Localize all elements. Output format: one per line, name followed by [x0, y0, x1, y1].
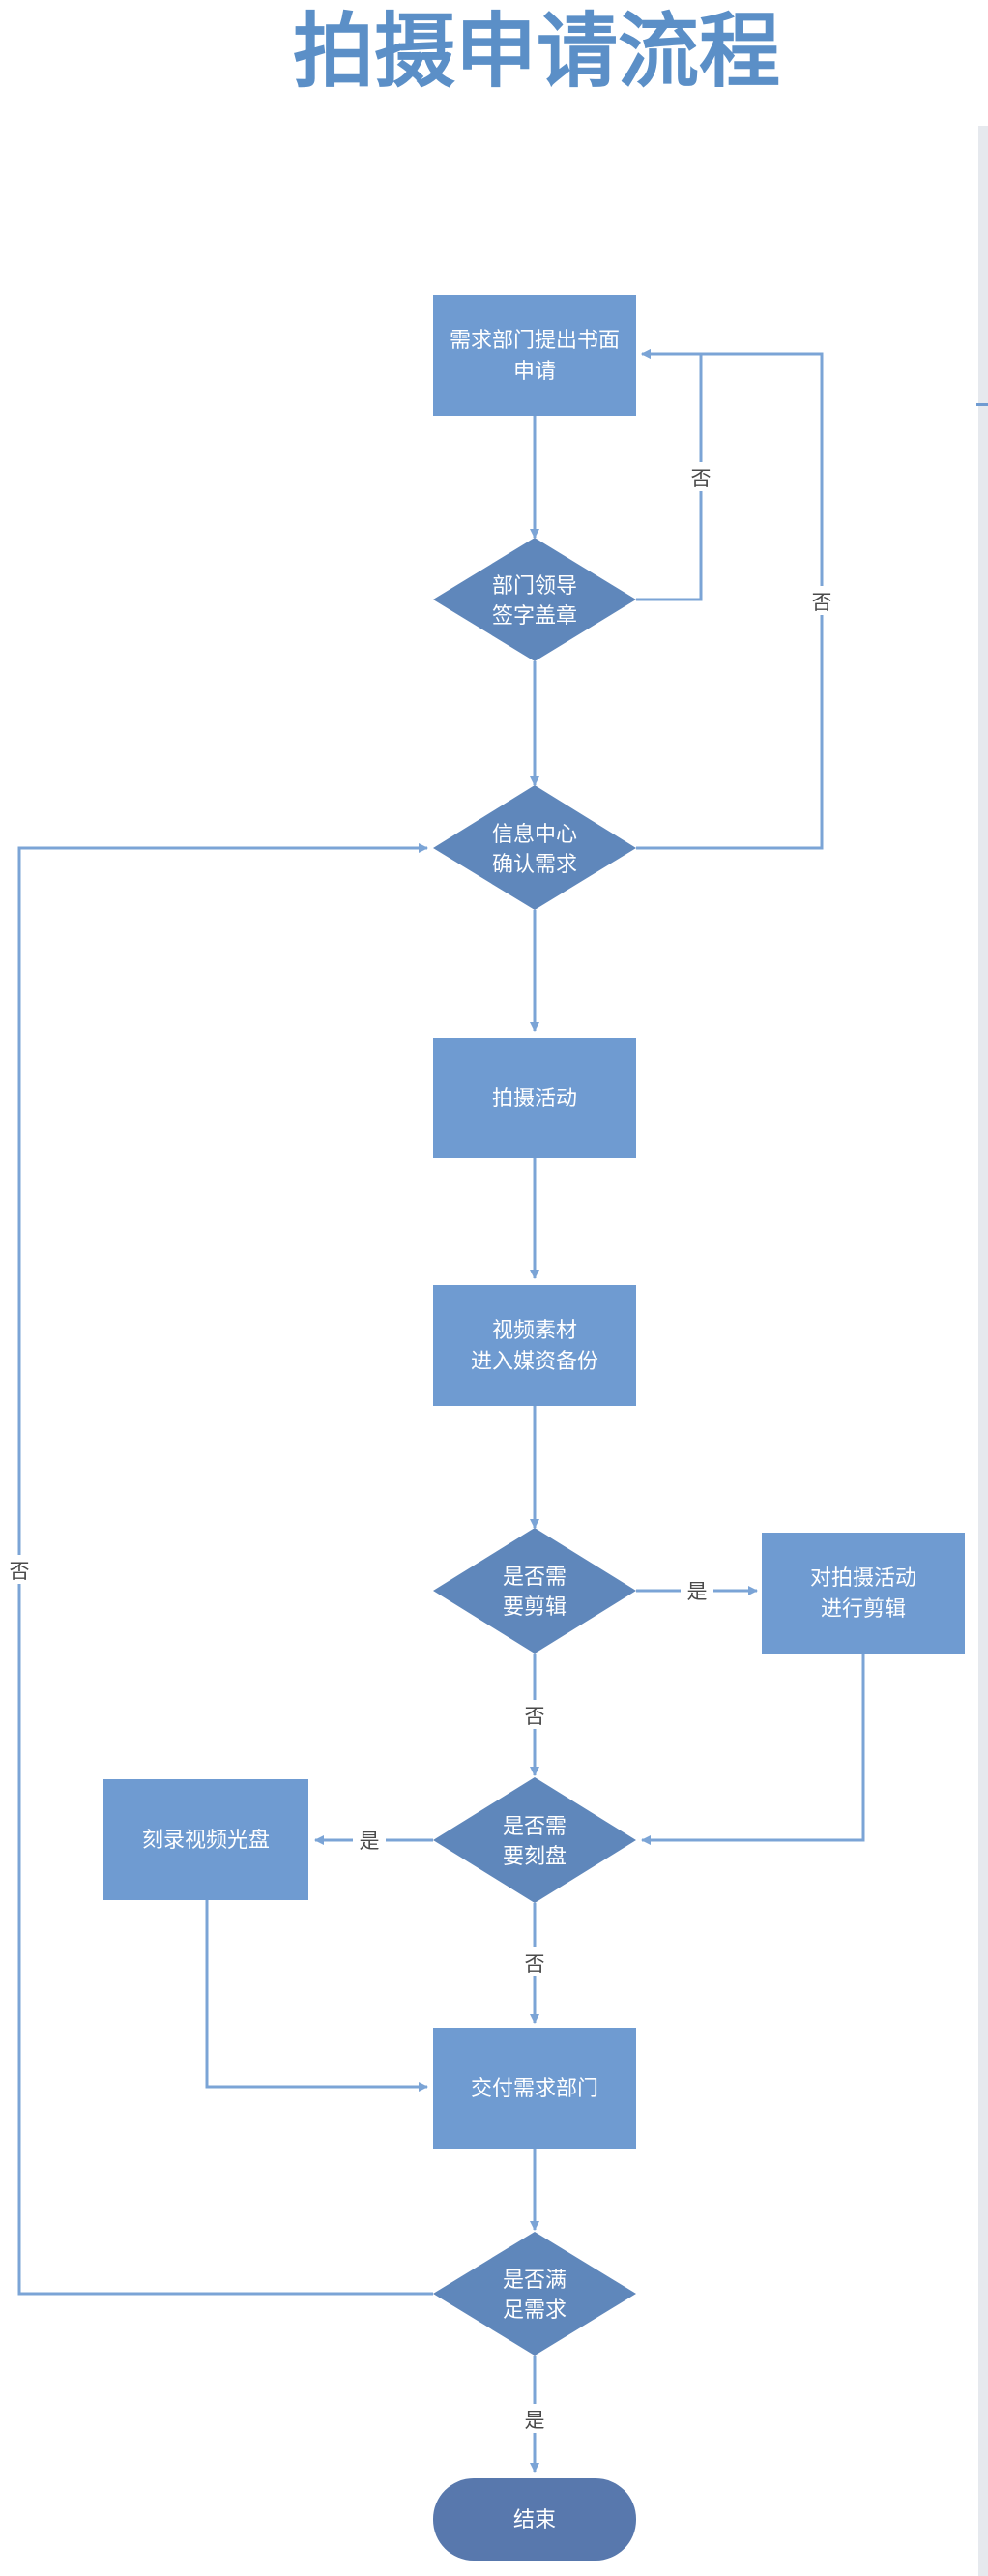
- label-satisfied-yes: 是: [525, 2409, 545, 2432]
- node-video-backup-line1: 视频素材: [492, 1319, 577, 1343]
- node-deliver-line1: 交付需求部门: [471, 2077, 598, 2101]
- node-burn-disc: 刻录视频光盘: [103, 1779, 308, 1900]
- node-submit-request-line2: 申请: [513, 360, 556, 384]
- node-need-edit-line1: 是否需: [503, 1566, 567, 1590]
- node-edit-activity-line2: 进行剪辑: [821, 1597, 906, 1622]
- page-title: 拍摄申请流程: [293, 4, 780, 99]
- node-info-center-confirm-line2: 确认需求: [492, 853, 577, 877]
- node-shooting-line1: 拍摄活动: [492, 1087, 577, 1111]
- node-need-edit-line2: 要剪辑: [503, 1595, 567, 1620]
- edge-satisfied-no-loop: [17, 843, 433, 2296]
- edge-disc-to-deliver: [205, 1898, 428, 2092]
- node-satisfied-line2: 足需求: [503, 2298, 567, 2323]
- connectors: [17, 349, 865, 2473]
- node-need-burn-line2: 要刻盘: [503, 1845, 567, 1869]
- node-leader-approval: 部门领导 签字盖章: [433, 538, 636, 661]
- node-satisfied: 是否满 足需求: [433, 2232, 636, 2356]
- label-edit-yes: 是: [687, 1580, 708, 1603]
- edge-labels: 否 否 是 否 是 否 否 是: [3, 462, 838, 2433]
- node-end-label: 结束: [513, 2508, 556, 2532]
- label-info-no: 否: [812, 591, 832, 614]
- node-satisfied-line1: 是否满: [503, 2269, 567, 2293]
- node-need-edit: 是否需 要剪辑: [433, 1528, 636, 1654]
- node-info-center-confirm-line1: 信息中心: [492, 823, 577, 847]
- node-deliver: 交付需求部门: [433, 2028, 636, 2149]
- node-edit-activity-line1: 对拍摄活动: [810, 1566, 916, 1591]
- node-video-backup-line2: 进入媒资备份: [471, 1350, 598, 1374]
- node-need-burn: 是否需 要刻盘: [433, 1777, 636, 1903]
- label-edit-no: 否: [525, 1705, 545, 1728]
- label-burn-no: 否: [525, 1952, 545, 1976]
- node-burn-disc-line1: 刻录视频光盘: [142, 1829, 270, 1853]
- node-submit-request-line1: 需求部门提出书面: [450, 329, 620, 353]
- label-satisfied-no: 否: [10, 1560, 30, 1583]
- node-need-burn-line1: 是否需: [503, 1815, 567, 1839]
- label-leader-no: 否: [691, 467, 712, 490]
- node-leader-approval-line2: 签字盖章: [492, 604, 577, 629]
- node-video-backup: 视频素材 进入媒资备份: [433, 1285, 636, 1406]
- node-end: 结束: [433, 2478, 636, 2561]
- right-edge-mark: [976, 403, 988, 406]
- edge-edit-to-burn-decision: [641, 1654, 865, 1845]
- node-submit-request: 需求部门提出书面 申请: [433, 295, 636, 416]
- node-edit-activity: 对拍摄活动 进行剪辑: [762, 1533, 965, 1654]
- node-leader-approval-line1: 部门领导: [492, 574, 577, 599]
- right-edge-strip: [978, 126, 988, 2576]
- label-burn-yes: 是: [360, 1830, 380, 1853]
- node-shooting: 拍摄活动: [433, 1038, 636, 1158]
- node-info-center-confirm: 信息中心 确认需求: [433, 785, 636, 910]
